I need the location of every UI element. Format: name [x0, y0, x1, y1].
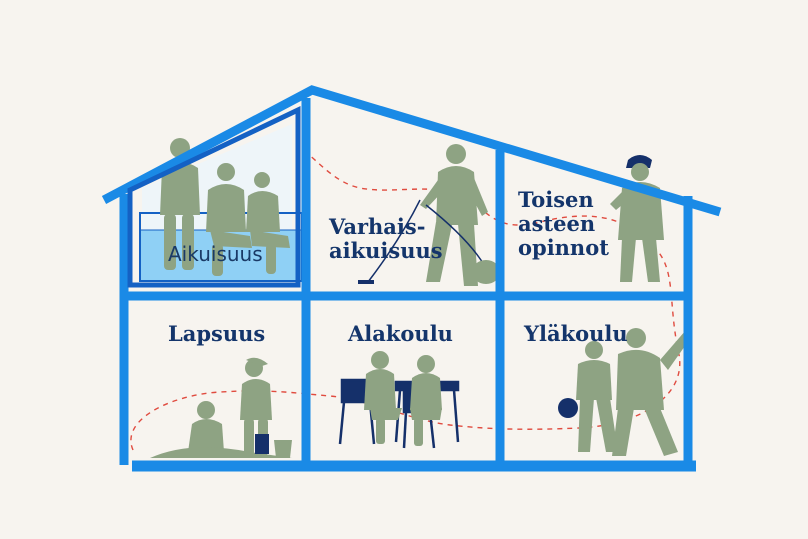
room-label-varhaisaikuisuus-line1: Varhais-	[329, 214, 426, 239]
room-label-lapsuus: Lapsuus	[168, 321, 266, 346]
room-label-aikuisuus: Aikuisuus	[168, 242, 263, 266]
room-label-toisen-asteen-opinnot: Toisen asteen opinnot	[518, 188, 609, 260]
secondary-student-figure	[610, 155, 664, 282]
vacuum-cleaner-icon	[358, 199, 500, 284]
room-label-alakoulu: Alakoulu	[348, 321, 453, 346]
young-adult-vacuuming-figure	[420, 144, 488, 286]
primary-school-children-figures	[364, 351, 442, 446]
room-label-toisen-asteen-line1: Toisen	[518, 187, 594, 212]
room-label-toisen-asteen-line2: asteen	[518, 211, 596, 236]
house-frame-icon	[101, 85, 722, 472]
room-label-ylakoulu: Yläkoulu	[524, 321, 628, 346]
lower-secondary-children-figures	[576, 328, 692, 456]
room-label-varhaisaikuisuus: Varhais- aikuisuus	[329, 215, 443, 263]
room-label-toisen-asteen-line3: opinnot	[518, 235, 609, 260]
bucket-icon	[255, 434, 292, 458]
childhood-figures	[150, 357, 292, 458]
room-label-varhaisaikuisuus-line2: aikuisuus	[329, 238, 443, 263]
ball-icon	[558, 398, 578, 418]
adult-family-figures	[160, 138, 290, 276]
